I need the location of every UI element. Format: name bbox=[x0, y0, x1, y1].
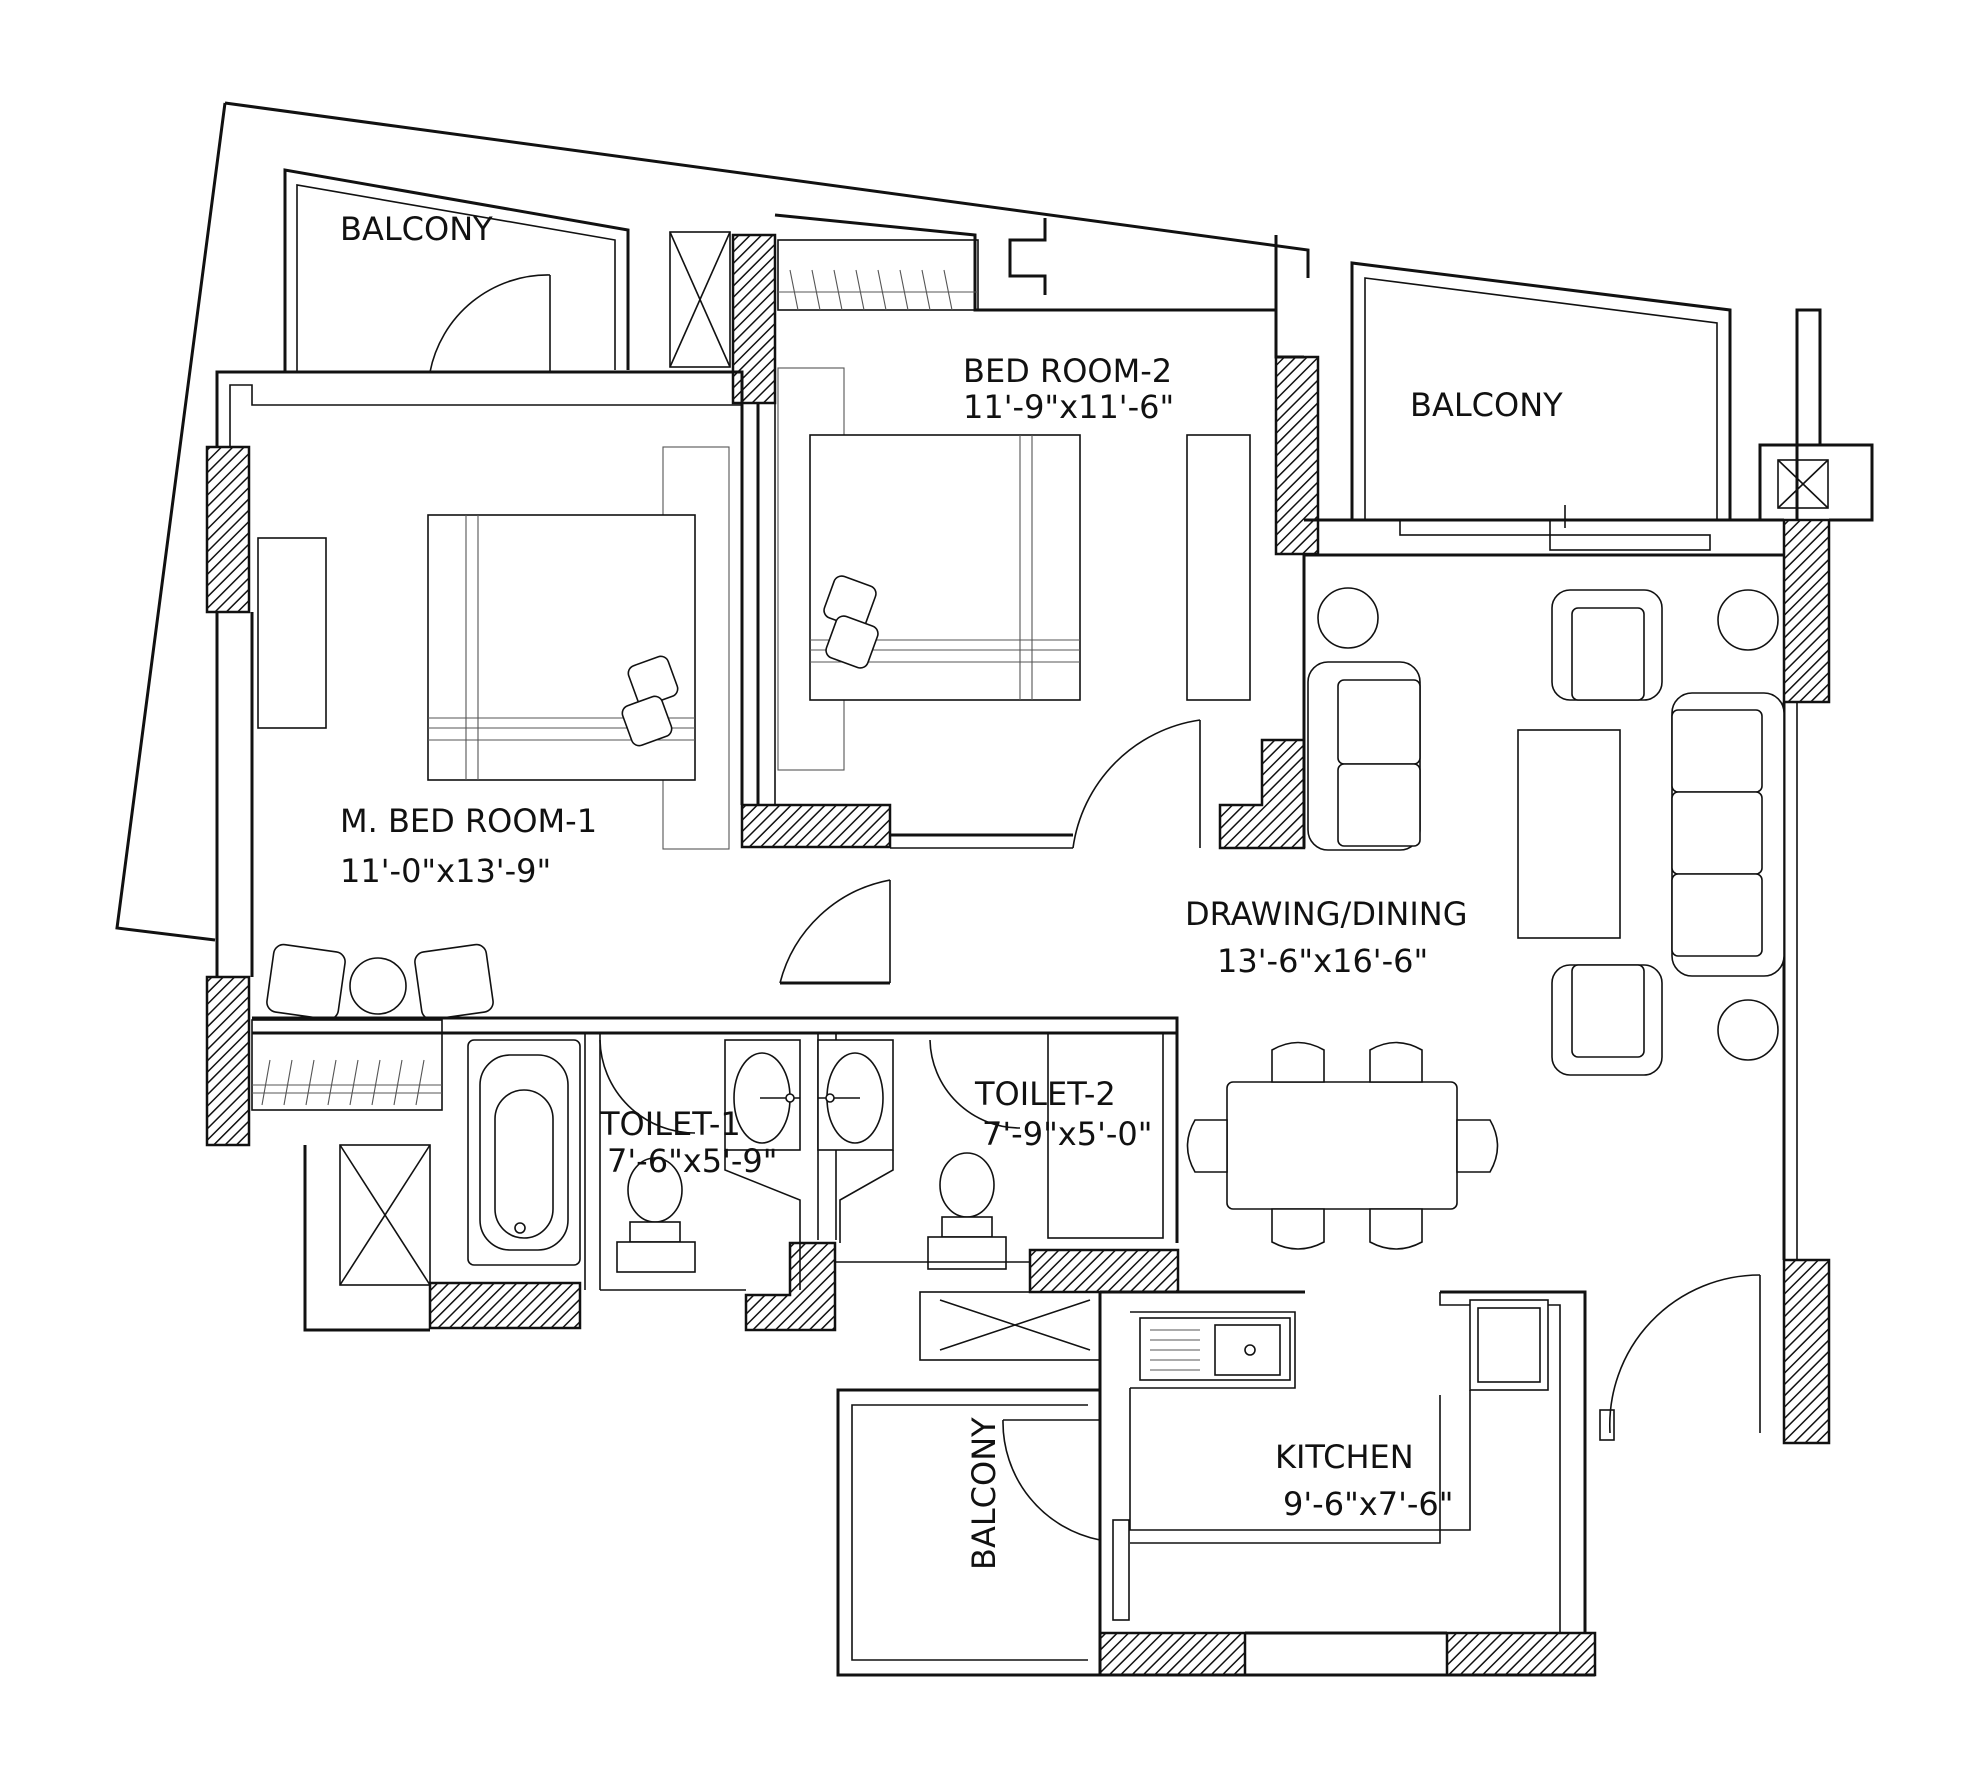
balcony-top-right-label: BALCONY bbox=[1410, 386, 1563, 424]
toilets bbox=[252, 1016, 1179, 1361]
bedroom-2 bbox=[756, 213, 1304, 849]
drawing-dining bbox=[779, 555, 1798, 1441]
balcony-bottom bbox=[836, 1388, 1101, 1677]
balcony-top-left-label: BALCONY bbox=[340, 210, 493, 248]
toilet-2-size-label: 7'-9"x5'-0" bbox=[982, 1115, 1153, 1153]
master-bedroom-name-label: M. BED ROOM-1 bbox=[340, 802, 597, 840]
bedroom-2-name-label: BED ROOM-2 bbox=[963, 352, 1172, 390]
kitchen bbox=[1098, 1290, 1595, 1677]
hatched-walls bbox=[205, 233, 1831, 1677]
kitchen-name-label: KITCHEN bbox=[1275, 1438, 1414, 1476]
toilet-1-size-label: 7'-6"x5'-9" bbox=[607, 1142, 778, 1180]
master-bedroom-size-label: 11'-0"x13'-9" bbox=[340, 852, 551, 890]
drawing-dining-size-label: 13'-6"x16'-6" bbox=[1217, 942, 1428, 980]
bedroom-2-size-label: 11'-9"x11'-6" bbox=[963, 388, 1174, 426]
kitchen-size-label: 9'-6"x7'-6" bbox=[1283, 1485, 1454, 1523]
drawing-dining-name-label: DRAWING/DINING bbox=[1185, 895, 1468, 933]
room-labels: BALCONY BED ROOM-2 11'-9"x11'-6" BALCONY… bbox=[340, 210, 1563, 1570]
balcony-top-right bbox=[1304, 261, 1874, 557]
balcony-top-left bbox=[283, 168, 731, 373]
balcony-bottom-label: BALCONY bbox=[965, 1417, 1003, 1570]
toilet-1-name-label: TOILET-1 bbox=[599, 1105, 741, 1143]
outer-boundary bbox=[115, 101, 1310, 942]
master-bedroom bbox=[215, 370, 744, 1111]
toilet-2-name-label: TOILET-2 bbox=[974, 1075, 1116, 1113]
